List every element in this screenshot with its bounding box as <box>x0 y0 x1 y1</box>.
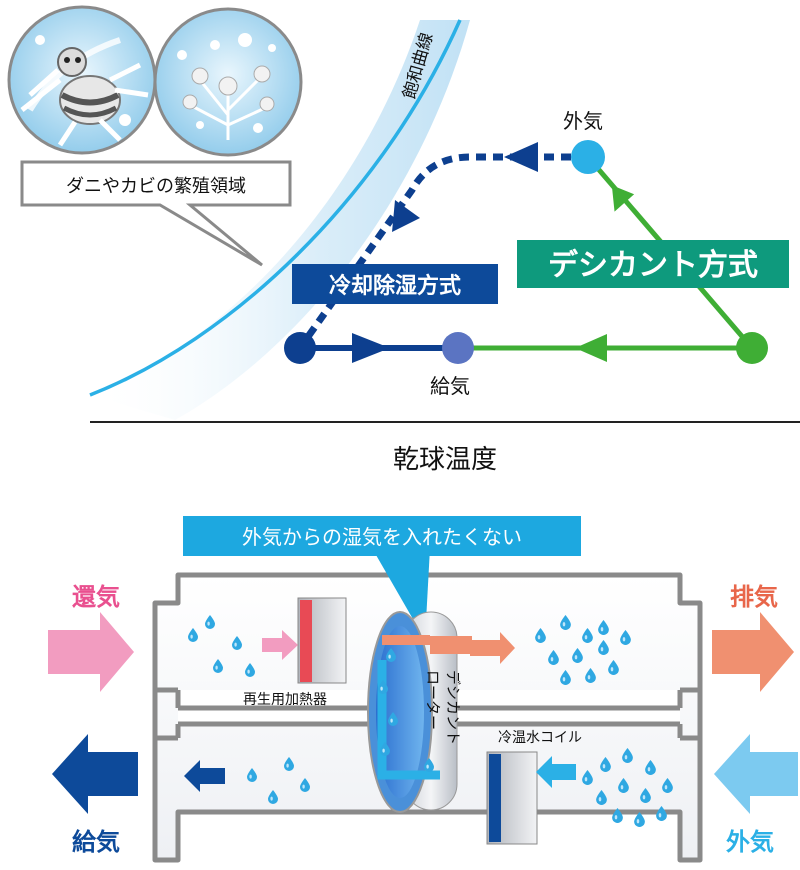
heater-label: 再生用加熱器 <box>243 692 327 708</box>
supply-air-side-label: 給気 <box>72 828 120 856</box>
outdoor-air-side-label: 外気 <box>726 828 774 856</box>
outdoor-air-point <box>571 140 605 174</box>
supply-air-arrow <box>52 734 138 814</box>
outdoor-air-label: 外気 <box>563 109 603 133</box>
outdoor-air-arrow <box>714 734 798 814</box>
cooling-method-badge: 冷却除湿方式 <box>292 264 498 304</box>
mite-bubble-icon <box>7 5 157 155</box>
humidity-callout-text: 外気からの湿気を入れたくない <box>242 525 522 549</box>
desiccant-method-label: デシカント方式 <box>548 248 758 283</box>
exhaust-air-label: 排気 <box>730 583 778 611</box>
cooling-coil <box>486 751 576 845</box>
return-air-arrow <box>48 612 134 692</box>
return-air-label: 還気 <box>72 583 120 611</box>
rotor-label-line2: ローター <box>424 670 442 730</box>
rotor-label-line1: デシカント <box>444 670 462 745</box>
exhaust-air-arrow <box>712 612 794 692</box>
supply-flow-arrow <box>184 760 225 792</box>
supply-air-point <box>442 332 474 364</box>
humidity-callout: 外気からの湿気を入れたくない <box>183 516 581 640</box>
coil-label: 冷温水コイル <box>498 730 582 746</box>
mold-bubble-icon <box>153 7 303 157</box>
x-axis-label: 乾球温度 <box>393 445 497 475</box>
cooling-path <box>284 142 588 364</box>
mold-mite-caption: ダニやカビの繁殖領域 <box>66 175 246 197</box>
mold-mite-callout: ダニやカビの繁殖領域 <box>20 160 292 267</box>
supply-air-label: 給気 <box>430 374 470 398</box>
regeneration-heater <box>262 597 347 684</box>
cooling-method-label: 冷却除湿方式 <box>329 273 461 299</box>
desiccant-method-badge: デシカント方式 <box>517 240 789 288</box>
saturation-curve <box>89 19 462 397</box>
